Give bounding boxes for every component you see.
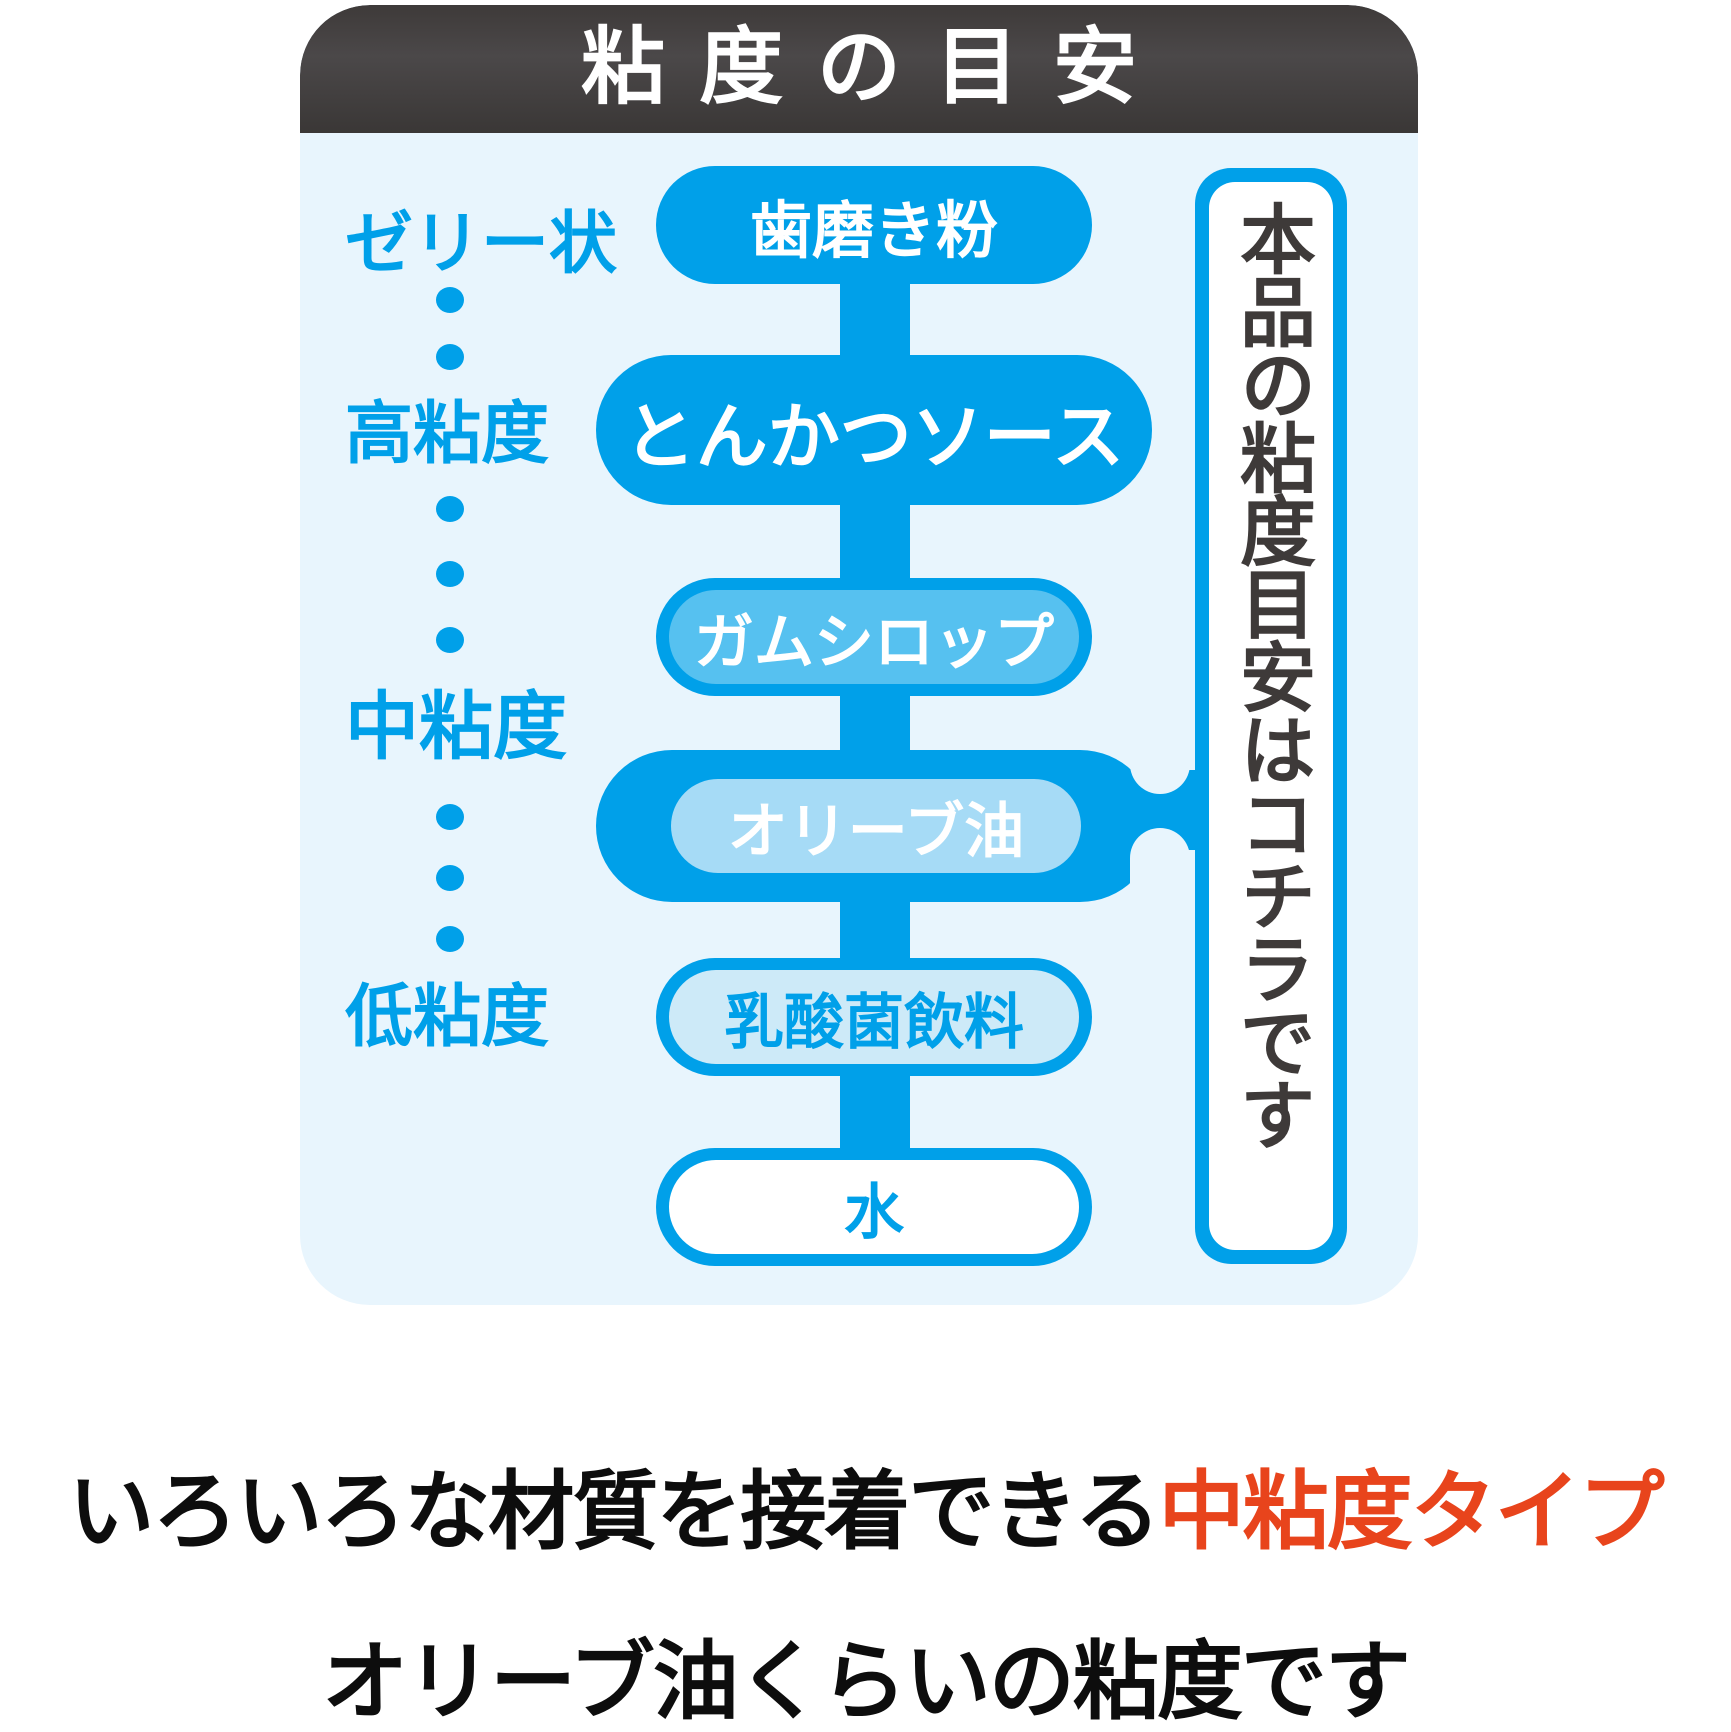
scale-dot xyxy=(436,926,464,952)
stem-connector xyxy=(840,490,910,590)
stem-connector xyxy=(840,1060,910,1160)
item-tonkatsu-sauce: とんかつソース xyxy=(596,355,1152,505)
tagline-accent: 中粘度タイプ xyxy=(1158,1462,1665,1562)
connector-curve-top xyxy=(1130,720,1190,794)
tagline-prefix: いろいろな材質を接着できる xyxy=(68,1462,1160,1562)
callout-text: 本品の粘度目安はコチラです xyxy=(1227,200,1316,1149)
tagline-line1: いろいろな材質を接着できる中粘度タイプ xyxy=(0,1462,1731,1562)
scale-label-medium: 中粘度 xyxy=(345,684,567,770)
viscosity-scale: ゼリー状 高粘度 中粘度 低粘度 歯磨き粉 とんかつソース ガムシロップ オリー… xyxy=(345,166,1347,1266)
tagline-line2: オリーブ油くらいの粘度です xyxy=(322,1632,1411,1732)
scale-dot xyxy=(436,865,464,891)
scale-label-low: 低粘度 xyxy=(345,978,550,1057)
product-viscosity-callout: 本品の粘度目安はコチラです xyxy=(1195,168,1347,1264)
panel-header: 粘度の目安 xyxy=(300,5,1418,133)
scale-dot xyxy=(436,627,464,653)
item-olive-oil-highlight: オリーブ油 xyxy=(596,750,1156,902)
panel-title: 粘度の目安 xyxy=(580,18,1171,116)
scale-dot xyxy=(436,804,464,830)
scale-label-high: 高粘度 xyxy=(345,395,550,474)
scale-label-jelly: ゼリー状 xyxy=(345,205,618,284)
item-gum-syrup: ガムシロップ xyxy=(656,578,1092,696)
item-toothpaste: 歯磨き粉 xyxy=(656,166,1092,284)
scale-dot xyxy=(436,561,464,587)
scale-dot xyxy=(436,344,464,370)
item-lactic-drink: 乳酸菌飲料 xyxy=(656,958,1092,1076)
scale-dot xyxy=(436,287,464,313)
connector-curve-bottom xyxy=(1130,828,1190,902)
scale-dot xyxy=(436,496,464,522)
item-water: 水 xyxy=(656,1148,1092,1266)
